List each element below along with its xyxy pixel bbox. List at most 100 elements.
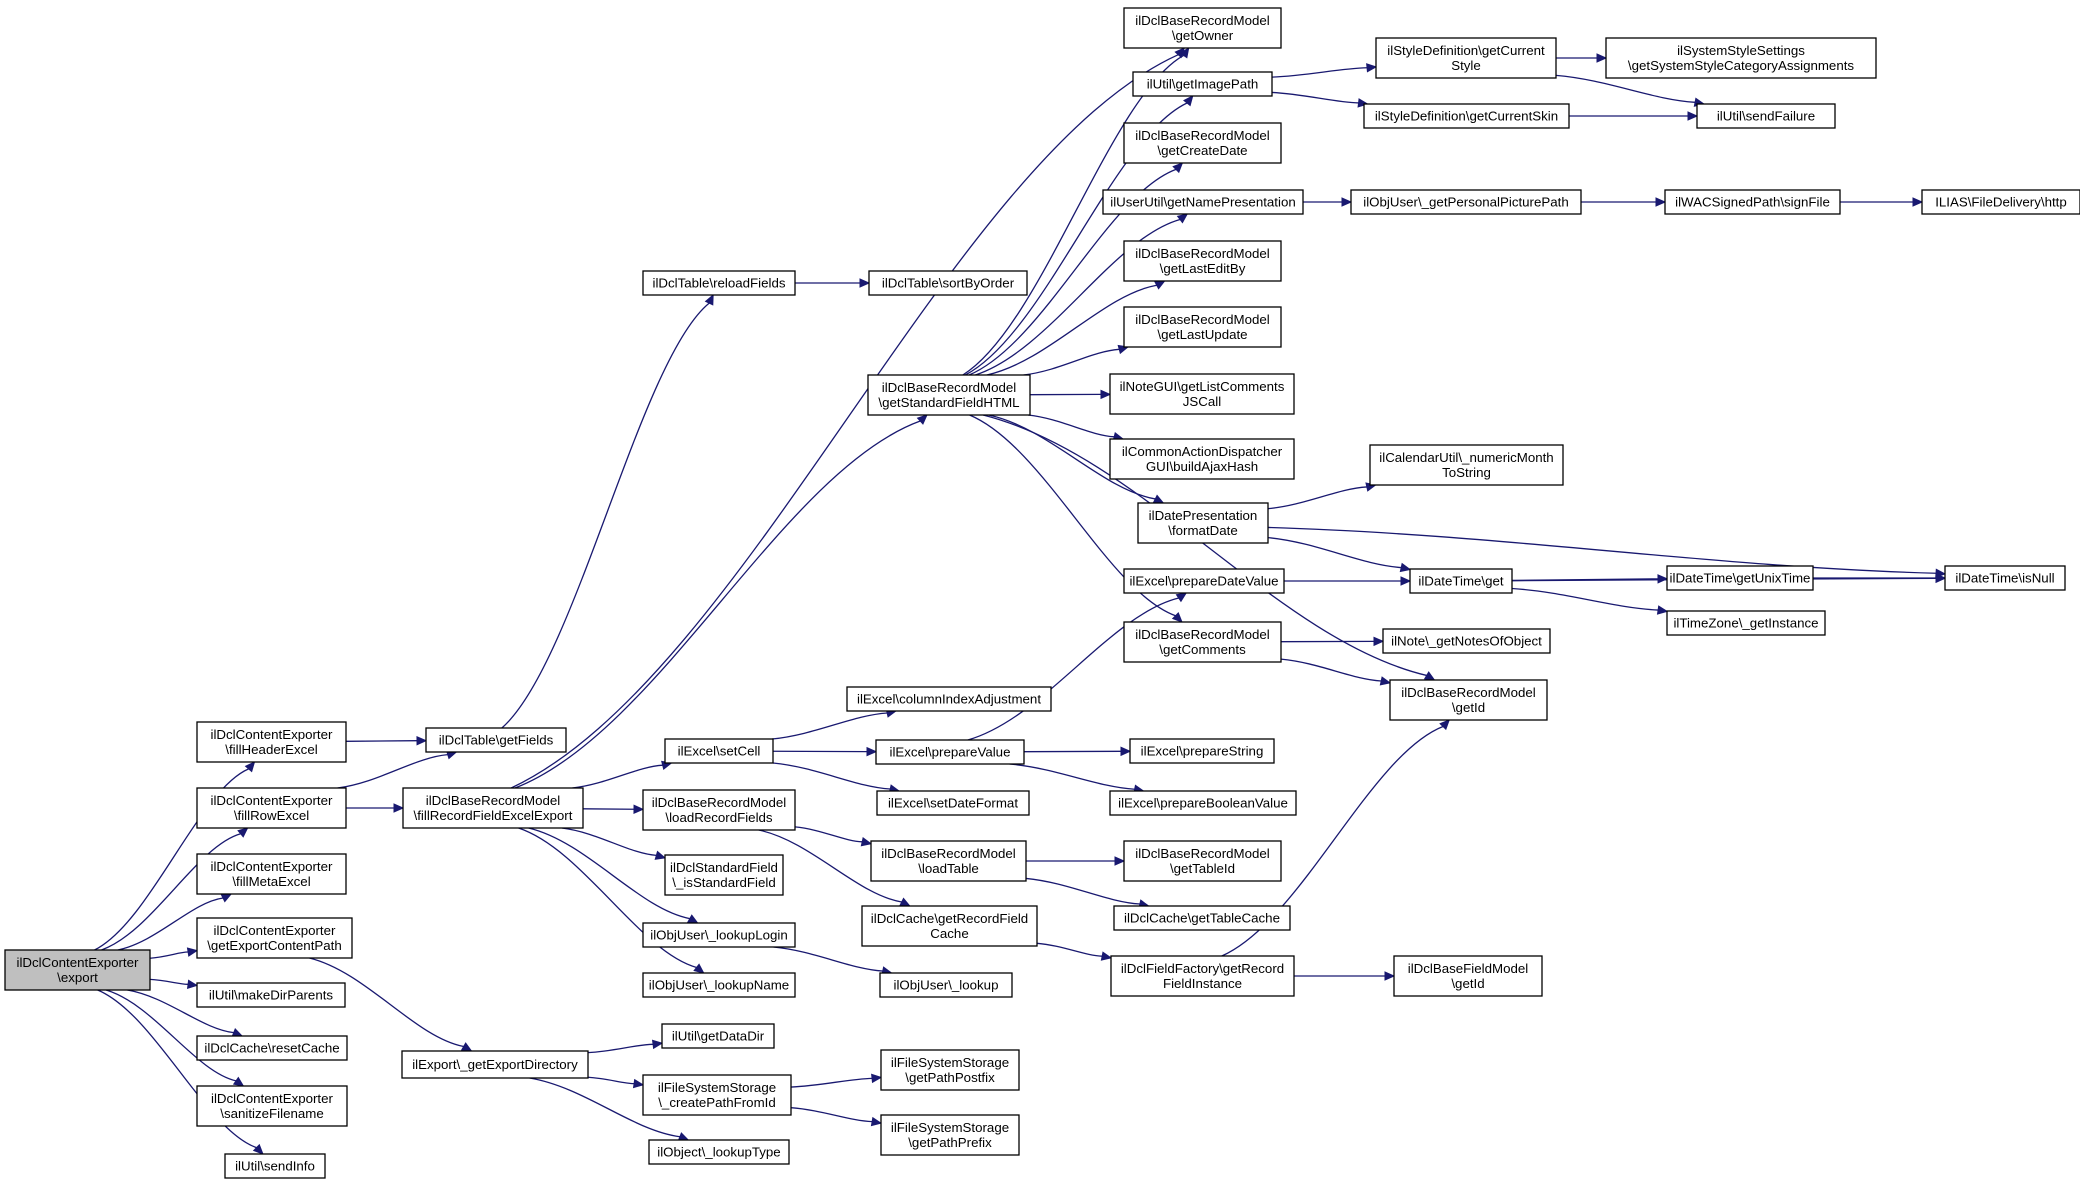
node-label-line: ilDclStandardField bbox=[670, 860, 778, 875]
node-getPathPrefix[interactable]: ilFileSystemStorage\getPathPrefix bbox=[880, 1114, 1020, 1156]
edge-line bbox=[572, 764, 663, 789]
node-lookup[interactable]: ilObjUser\_lookup bbox=[879, 972, 1013, 998]
node-getImagePath[interactable]: ilUtil\getImagePath bbox=[1132, 71, 1273, 97]
node-label-line: ilUtil\sendFailure bbox=[1717, 109, 1815, 124]
node-box bbox=[868, 270, 1028, 296]
node-getTableId[interactable]: ilDclBaseRecordModel\getTableId bbox=[1123, 840, 1282, 882]
edge-line bbox=[969, 414, 1176, 617]
node-recordGetId[interactable]: ilDclBaseRecordModel\getId bbox=[1389, 679, 1548, 721]
node-getExportDirectory[interactable]: ilExport\_getExportDirectory bbox=[401, 1050, 589, 1079]
node-label-line: ilNoteGUI\getListComments bbox=[1120, 379, 1285, 394]
node-box bbox=[1109, 790, 1297, 816]
node-label-line: \getStandardFieldHTML bbox=[878, 395, 1019, 410]
node-label-line: ilDclCache\resetCache bbox=[204, 1041, 339, 1056]
node-setCell[interactable]: ilExcel\setCell bbox=[664, 738, 774, 764]
node-getNamePresentation[interactable]: ilUserUtil\getNamePresentation bbox=[1102, 189, 1304, 215]
node-prepareValue[interactable]: ilExcel\prepareValue bbox=[875, 739, 1025, 765]
node-isNull[interactable]: ilDateTime\isNull bbox=[1944, 565, 2066, 591]
node-loadRecordFields[interactable]: ilDclBaseRecordModel\loadRecordFields bbox=[642, 789, 796, 831]
node-prepareString[interactable]: ilExcel\prepareString bbox=[1129, 738, 1275, 764]
node-dateTimeGet[interactable]: ilDateTime\get bbox=[1409, 568, 1513, 594]
edge-line bbox=[1267, 526, 1937, 574]
node-label-line: ilDclTable\reloadFields bbox=[652, 276, 785, 291]
node-fillHeaderExcel[interactable]: ilDclContentExporter\fillHeaderExcel bbox=[196, 721, 347, 763]
node-getStandardFieldHTML[interactable]: ilDclBaseRecordModel\getStandardFieldHTM… bbox=[867, 374, 1031, 416]
node-getLastEditBy[interactable]: ilDclBaseRecordModel\getLastEditBy bbox=[1123, 240, 1282, 282]
node-isStandardField[interactable]: ilDclStandardField\_isStandardField bbox=[664, 854, 784, 896]
node-getNotesOfObject[interactable]: ilNote\_getNotesOfObject bbox=[1382, 628, 1551, 654]
call-edge-getComments-to-getNotesOfObject bbox=[1280, 636, 1385, 647]
node-getExportContentPath[interactable]: ilDclContentExporter\getExportContentPat… bbox=[196, 917, 353, 959]
node-getPersonalPicturePath[interactable]: ilObjUser\_getPersonalPicturePath bbox=[1350, 189, 1582, 215]
node-fieldGetId[interactable]: ilDclBaseFieldModel\getId bbox=[1393, 955, 1543, 997]
node-box bbox=[1110, 955, 1295, 997]
node-getOwner[interactable]: ilDclBaseRecordModel\getOwner bbox=[1123, 7, 1282, 49]
node-getFields[interactable]: ilDclTable\getFields bbox=[425, 727, 567, 753]
node-box bbox=[1696, 103, 1836, 129]
node-resetCache[interactable]: ilDclCache\resetCache bbox=[196, 1035, 348, 1061]
node-getDataDir[interactable]: ilUtil\getDataDir bbox=[661, 1023, 775, 1049]
node-http[interactable]: ILIAS\FileDelivery\http bbox=[1921, 189, 2080, 215]
node-sortByOrder[interactable]: ilDclTable\sortByOrder bbox=[868, 270, 1028, 296]
node-export[interactable]: ilDclContentExporter\export bbox=[4, 949, 151, 991]
node-makeDirParents[interactable]: ilUtil\makeDirParents bbox=[196, 982, 346, 1008]
edge-arrowhead bbox=[416, 735, 428, 746]
node-prepareBooleanValue[interactable]: ilExcel\prepareBooleanValue bbox=[1109, 790, 1297, 816]
edge-line bbox=[1511, 587, 1659, 611]
call-edge-getCurrentSkin-to-sendFailure bbox=[1569, 111, 1699, 121]
node-box bbox=[1132, 71, 1273, 97]
node-createPathFromId[interactable]: ilFileSystemStorage\_createPathFromId bbox=[642, 1074, 792, 1116]
node-getPathPostfix[interactable]: ilFileSystemStorage\getPathPostfix bbox=[880, 1049, 1020, 1091]
node-label-line: \sanitizeFilename bbox=[220, 1106, 323, 1121]
node-loadTable[interactable]: ilDclBaseRecordModel\loadTable bbox=[870, 840, 1027, 882]
node-fillRecordFieldExcelExport[interactable]: ilDclBaseRecordModel\fillRecordFieldExce… bbox=[402, 787, 584, 829]
node-reloadFields[interactable]: ilDclTable\reloadFields bbox=[642, 270, 796, 296]
node-sendFailure[interactable]: ilUtil\sendFailure bbox=[1696, 103, 1836, 129]
node-formatDate[interactable]: ilDatePresentation\formatDate bbox=[1137, 502, 1269, 544]
node-label-line: ilExcel\columnIndexAdjustment bbox=[857, 692, 1041, 707]
node-label-line: ilDclCache\getTableCache bbox=[1124, 911, 1280, 926]
node-box bbox=[1375, 37, 1557, 79]
node-timeZoneGetInstance[interactable]: ilTimeZone\_getInstance bbox=[1666, 610, 1826, 636]
node-prepareDateValue[interactable]: ilExcel\prepareDateValue bbox=[1123, 568, 1285, 594]
call-edge-getCurrentStyle-to-getSystemStyleCategoryAssignments bbox=[1556, 53, 1608, 63]
node-lookupLogin[interactable]: ilObjUser\_lookupLogin bbox=[642, 922, 796, 948]
node-buildAjaxHash[interactable]: ilCommonActionDispatcherGUI\buildAjaxHas… bbox=[1109, 438, 1295, 480]
node-label-line: ilTimeZone\_getInstance bbox=[1673, 616, 1818, 631]
node-getSystemStyleCategoryAssignments[interactable]: ilSystemStyleSettings\getSystemStyleCate… bbox=[1605, 37, 1877, 79]
call-edge-getStandardFieldHTML-to-getListCommentsJSCall bbox=[1029, 389, 1112, 400]
node-label-line: GUI\buildAjaxHash bbox=[1146, 459, 1258, 474]
edge-arrowhead bbox=[1152, 494, 1165, 504]
node-fillRowExcel[interactable]: ilDclContentExporter\fillRowExcel bbox=[196, 787, 347, 829]
node-getCreateDate[interactable]: ilDclBaseRecordModel\getCreateDate bbox=[1123, 122, 1282, 164]
node-getCurrentSkin[interactable]: ilStyleDefinition\getCurrentSkin bbox=[1363, 103, 1570, 129]
node-columnIndexAdjustment[interactable]: ilExcel\columnIndexAdjustment bbox=[846, 686, 1052, 712]
node-sendInfo[interactable]: ilUtil\sendInfo bbox=[224, 1153, 326, 1179]
node-fillMetaExcel[interactable]: ilDclContentExporter\fillMetaExcel bbox=[196, 853, 347, 895]
call-edge-getImagePath-to-getCurrentSkin bbox=[1271, 91, 1369, 108]
node-lookupType[interactable]: ilObject\_lookupType bbox=[648, 1139, 790, 1165]
node-getUnixTime[interactable]: ilDateTime\getUnixTime bbox=[1666, 565, 1814, 591]
node-getTableCache[interactable]: ilDclCache\getTableCache bbox=[1113, 905, 1291, 931]
call-edge-fillRecordFieldExcelExport-to-getStandardFieldHTML bbox=[514, 414, 928, 789]
node-label-line: ilDclBaseRecordModel bbox=[1135, 13, 1270, 28]
node-setDateFormat[interactable]: ilExcel\setDateFormat bbox=[876, 790, 1030, 816]
node-getLastUpdate[interactable]: ilDclBaseRecordModel\getLastUpdate bbox=[1123, 306, 1282, 348]
call-edge-export-to-fillHeaderExcel bbox=[94, 761, 256, 951]
call-edge-fillRecordFieldExcelExport-to-loadRecordFields bbox=[582, 804, 645, 815]
node-lookupName[interactable]: ilObjUser\_lookupName bbox=[642, 972, 796, 998]
call-edge-getStandardFieldHTML-to-getCreateDate bbox=[968, 162, 1184, 376]
call-edge-prepareValue-to-prepareString bbox=[1023, 746, 1132, 757]
node-signFile[interactable]: ilWACSignedPath\signFile bbox=[1664, 189, 1841, 215]
node-getComments[interactable]: ilDclBaseRecordModel\getComments bbox=[1123, 621, 1282, 663]
node-label-line: ilDclBaseRecordModel bbox=[1135, 246, 1270, 261]
node-box bbox=[196, 721, 347, 763]
edge-line bbox=[1221, 725, 1444, 957]
call-edge-getPersonalPicturePath-to-signFile bbox=[1580, 197, 1667, 207]
node-sanitizeFilename[interactable]: ilDclContentExporter\sanitizeFilename bbox=[196, 1085, 348, 1127]
